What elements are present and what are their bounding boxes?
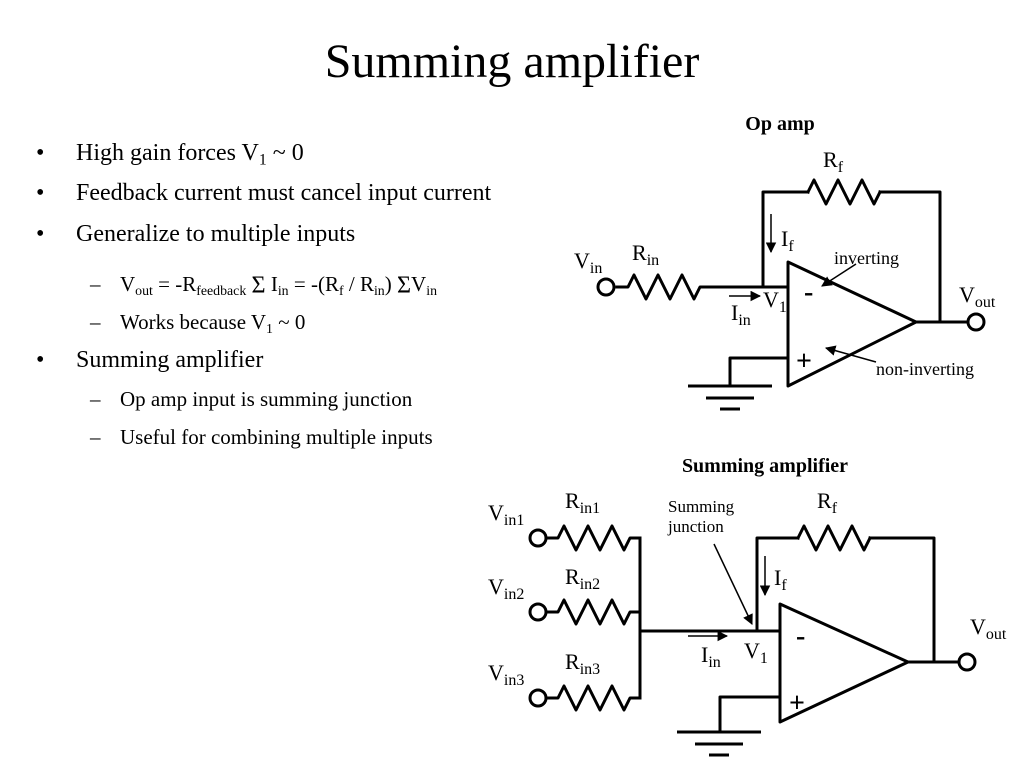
v1-label: V1	[763, 287, 787, 316]
minus-sign: -	[804, 277, 813, 308]
opamp-triangle	[786, 260, 918, 388]
input-resistor-rin2	[545, 598, 642, 626]
input-resistor-rin	[615, 273, 710, 301]
vin2-label: Vin2	[488, 574, 524, 603]
subscript: 1	[266, 320, 273, 336]
feedback-left-wire	[761, 190, 810, 289]
summing-junction-label-line1: Summing	[668, 497, 735, 516]
inverting-label: inverting	[834, 248, 899, 268]
vin-label: Vin	[574, 248, 602, 277]
non-inverting-label: non-inverting	[876, 359, 974, 379]
opamp-diagram: Op amp Vin Rin Rf If Iin	[574, 113, 996, 411]
opamp-diagram-title: Op amp	[745, 113, 814, 135]
vin3-terminal	[528, 688, 548, 708]
bullet-text: Summing amplifier	[76, 347, 264, 373]
bullet-marker: –	[90, 272, 101, 296]
sub-bullet-combining-inputs: –Useful for combining multiple inputs	[34, 424, 433, 450]
sub-bullet-vout-formula: –Vout = -Rfeedback Σ Iin = -(Rf / Rin) Σ…	[90, 271, 437, 299]
bullet-marker: •	[36, 347, 45, 373]
vin1-label: Vin1	[488, 500, 524, 529]
feedback-left-wire	[755, 536, 800, 633]
sub-bullet-works-because: –Works because V1 ~ 0	[34, 309, 305, 335]
bullet-text: Works because V	[120, 310, 267, 334]
vin-terminal	[596, 277, 616, 297]
rin2-label: Rin2	[565, 564, 600, 593]
rin1-label: Rin1	[565, 488, 600, 517]
noninverting-pointer-arrow	[824, 345, 877, 363]
iin-label: Iin	[731, 300, 751, 329]
rf-label: Rf	[823, 147, 844, 176]
summing-junction-pointer	[713, 543, 753, 625]
iin-label: Iin	[701, 642, 721, 671]
bullet-high-gain: • High gain forces V1 ~ 0	[34, 139, 304, 169]
vin3-label: Vin3	[488, 660, 524, 689]
bullet-text: Generalize to multiple inputs	[76, 221, 356, 247]
bullet-marker: •	[36, 180, 45, 206]
input-resistor-rin3	[545, 684, 642, 712]
bullet-tail: ~ 0	[272, 310, 306, 334]
opamp-triangle	[778, 602, 910, 724]
rf-label: Rf	[817, 488, 838, 517]
feedback-resistor-rf	[805, 178, 883, 206]
bullet-marker: •	[36, 221, 45, 247]
bullet-generalize: • Generalize to multiple inputs	[34, 220, 355, 248]
minus-sign: -	[796, 621, 805, 652]
vout-terminal	[957, 652, 977, 672]
summing-diagram: Summing amplifier	[488, 455, 1007, 757]
if-label: If	[781, 226, 794, 255]
noninverting-wire	[728, 356, 790, 387]
bullet-tail: ~ 0	[266, 140, 304, 166]
bullet-text: Feedback current must cancel input curre…	[76, 180, 492, 206]
noninverting-wire	[718, 695, 782, 734]
summing-diagram-title: Summing amplifier	[682, 455, 848, 477]
vout-label: Vout	[970, 614, 1007, 643]
plus-sign: +	[789, 688, 805, 719]
bullet-text: High gain forces V	[76, 140, 259, 166]
bullet-marker: –	[90, 310, 101, 334]
vin1-terminal	[528, 528, 548, 548]
sub-bullet-summing-junction: –Op amp input is summing junction	[34, 386, 412, 412]
bullet-marker: •	[36, 140, 45, 166]
rin3-label: Rin3	[565, 649, 600, 678]
bullet-text: Useful for combining multiple inputs	[120, 425, 433, 449]
v1-label: V1	[744, 638, 768, 667]
bullet-summing-amplifier: • Summing amplifier	[34, 346, 263, 374]
summing-junction-label-line2: junction	[667, 517, 724, 536]
bullet-marker: –	[90, 387, 101, 411]
subscript: 1	[258, 151, 267, 169]
bullet-feedback-current: • Feedback current must cancel input curr…	[34, 179, 491, 207]
plus-sign: +	[796, 346, 812, 377]
input-resistor-rin1	[545, 524, 642, 552]
sigma-symbol: Σ	[396, 271, 412, 299]
bullet-marker: –	[90, 425, 101, 449]
sigma-symbol: Σ	[251, 271, 266, 299]
rin-label: Rin	[632, 240, 659, 269]
slide-title: Summing amplifier	[324, 35, 700, 88]
feedback-right-wire	[868, 536, 936, 664]
vout-label: Vout	[959, 282, 996, 311]
feedback-right-wire	[878, 190, 942, 324]
vout-terminal	[966, 312, 986, 332]
bullet-text: Op amp input is summing junction	[120, 387, 413, 411]
inverting-pointer-arrow	[821, 263, 857, 287]
if-label: If	[774, 565, 787, 594]
vin2-terminal	[528, 602, 548, 622]
feedback-resistor-rf	[795, 524, 873, 552]
